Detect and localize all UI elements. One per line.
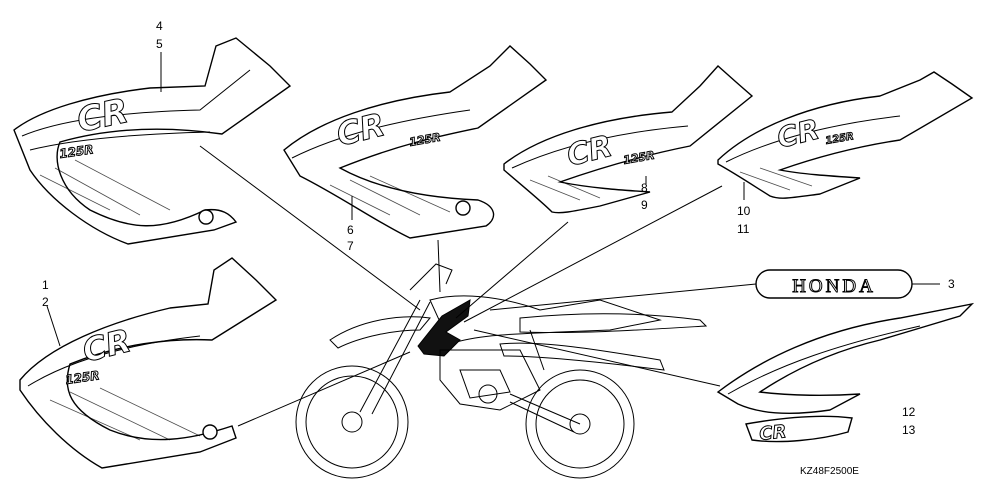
decal-model-text: 125R: [825, 131, 855, 147]
decal-model-text: 125R: [622, 149, 655, 167]
callout-6: 6: [347, 223, 354, 237]
decal-cr-text: CR: [758, 421, 787, 445]
callout-4: 4: [156, 19, 163, 33]
shroud-decal-10-11: CR 125R: [717, 71, 974, 199]
decal-model-text: 125R: [408, 131, 441, 149]
diagram-code: KZ48F2500E: [800, 466, 859, 477]
callout-1: 1: [42, 278, 49, 292]
callout-10: 10: [737, 204, 751, 218]
shroud-decal-1-2: CR 125R: [19, 257, 278, 469]
callout-8: 8: [641, 181, 648, 195]
shroud-decal-12-13: CR: [716, 302, 975, 445]
honda-emblem-decal: HONDA: [755, 269, 913, 299]
callout-12: 12: [902, 405, 916, 419]
decal-model-text: 125R: [64, 368, 100, 387]
callout-3: 3: [948, 277, 955, 291]
honda-emblem-text: HONDA: [792, 276, 876, 297]
callout-5: 5: [156, 37, 163, 51]
decal-cr-text: CR: [74, 91, 132, 141]
shroud-decal-8-9: CR 125R: [503, 65, 754, 214]
leader-lines: [46, 52, 940, 427]
callout-7: 7: [347, 239, 354, 253]
callout-numbers: 4 5 6 7 8 9 10 11 1 2 3 12 13: [42, 19, 955, 437]
shroud-decal-6-7: CR 125R: [283, 45, 548, 239]
callout-2: 2: [42, 295, 49, 309]
motorcycle-illustration: [295, 263, 708, 479]
callout-13: 13: [902, 423, 916, 437]
callout-11: 11: [737, 222, 750, 236]
callout-9: 9: [641, 198, 648, 212]
decal-cr-text: CR: [79, 321, 135, 370]
shroud-decal-4-5: CR 125R: [13, 37, 292, 245]
decal-model-text: 125R: [58, 142, 94, 161]
